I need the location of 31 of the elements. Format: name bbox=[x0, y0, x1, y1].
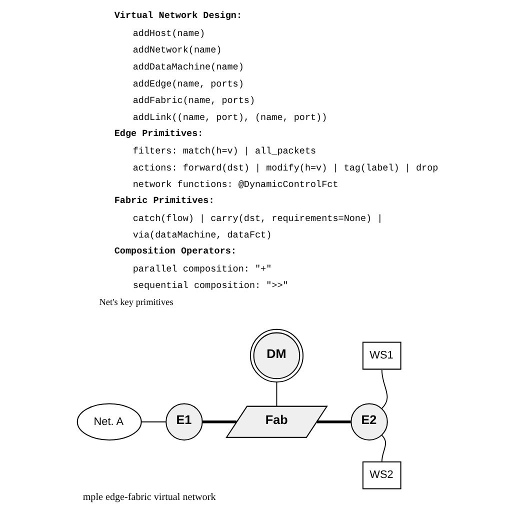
connector bbox=[140, 421, 166, 422]
caption: mple edge-fabric virtual network bbox=[82, 492, 216, 504]
connector bbox=[276, 382, 277, 407]
node-box: WS1 bbox=[362, 342, 401, 370]
label: via(dataMachine, dataFct) bbox=[132, 230, 272, 241]
label: network functions: @DynamicControlFct bbox=[132, 179, 338, 190]
label: Edge Primitives: bbox=[114, 128, 203, 139]
node-circle: DM bbox=[249, 328, 304, 383]
node-circle: E2 bbox=[350, 403, 388, 440]
connector bbox=[380, 434, 386, 462]
label: addFabric(name, ports) bbox=[132, 95, 255, 106]
label: addNetwork(name) bbox=[132, 44, 222, 56]
connector bbox=[380, 370, 388, 409]
label: addLink((name, port), (name, port)) bbox=[132, 112, 327, 123]
label: filters: match(h=v) | all_packets bbox=[132, 146, 316, 157]
node-ellipse: Net. A bbox=[76, 403, 142, 440]
label: Composition Operators: bbox=[114, 246, 236, 257]
connector bbox=[316, 420, 350, 424]
node-box: WS2 bbox=[362, 461, 401, 490]
label: Virtual Network Design: bbox=[114, 10, 242, 22]
label: Net's key primitives bbox=[98, 298, 173, 308]
label: addHost(name) bbox=[132, 28, 205, 39]
connector bbox=[202, 420, 236, 424]
label: actions: forward(dst) | modify(h=v) | tag(label) | drop bbox=[132, 162, 438, 174]
label: addEdge(name, ports) bbox=[132, 78, 244, 90]
label: addDataMachine(name) bbox=[132, 61, 244, 72]
node-circle: E1 bbox=[165, 403, 202, 440]
label: parallel composition: "+" bbox=[132, 263, 272, 274]
label: Fabric Primitives: bbox=[114, 195, 214, 206]
label: catch(flow) | carry(dst, requirements=None) | bbox=[132, 212, 382, 224]
label: sequential composition: ">>" bbox=[132, 280, 288, 292]
